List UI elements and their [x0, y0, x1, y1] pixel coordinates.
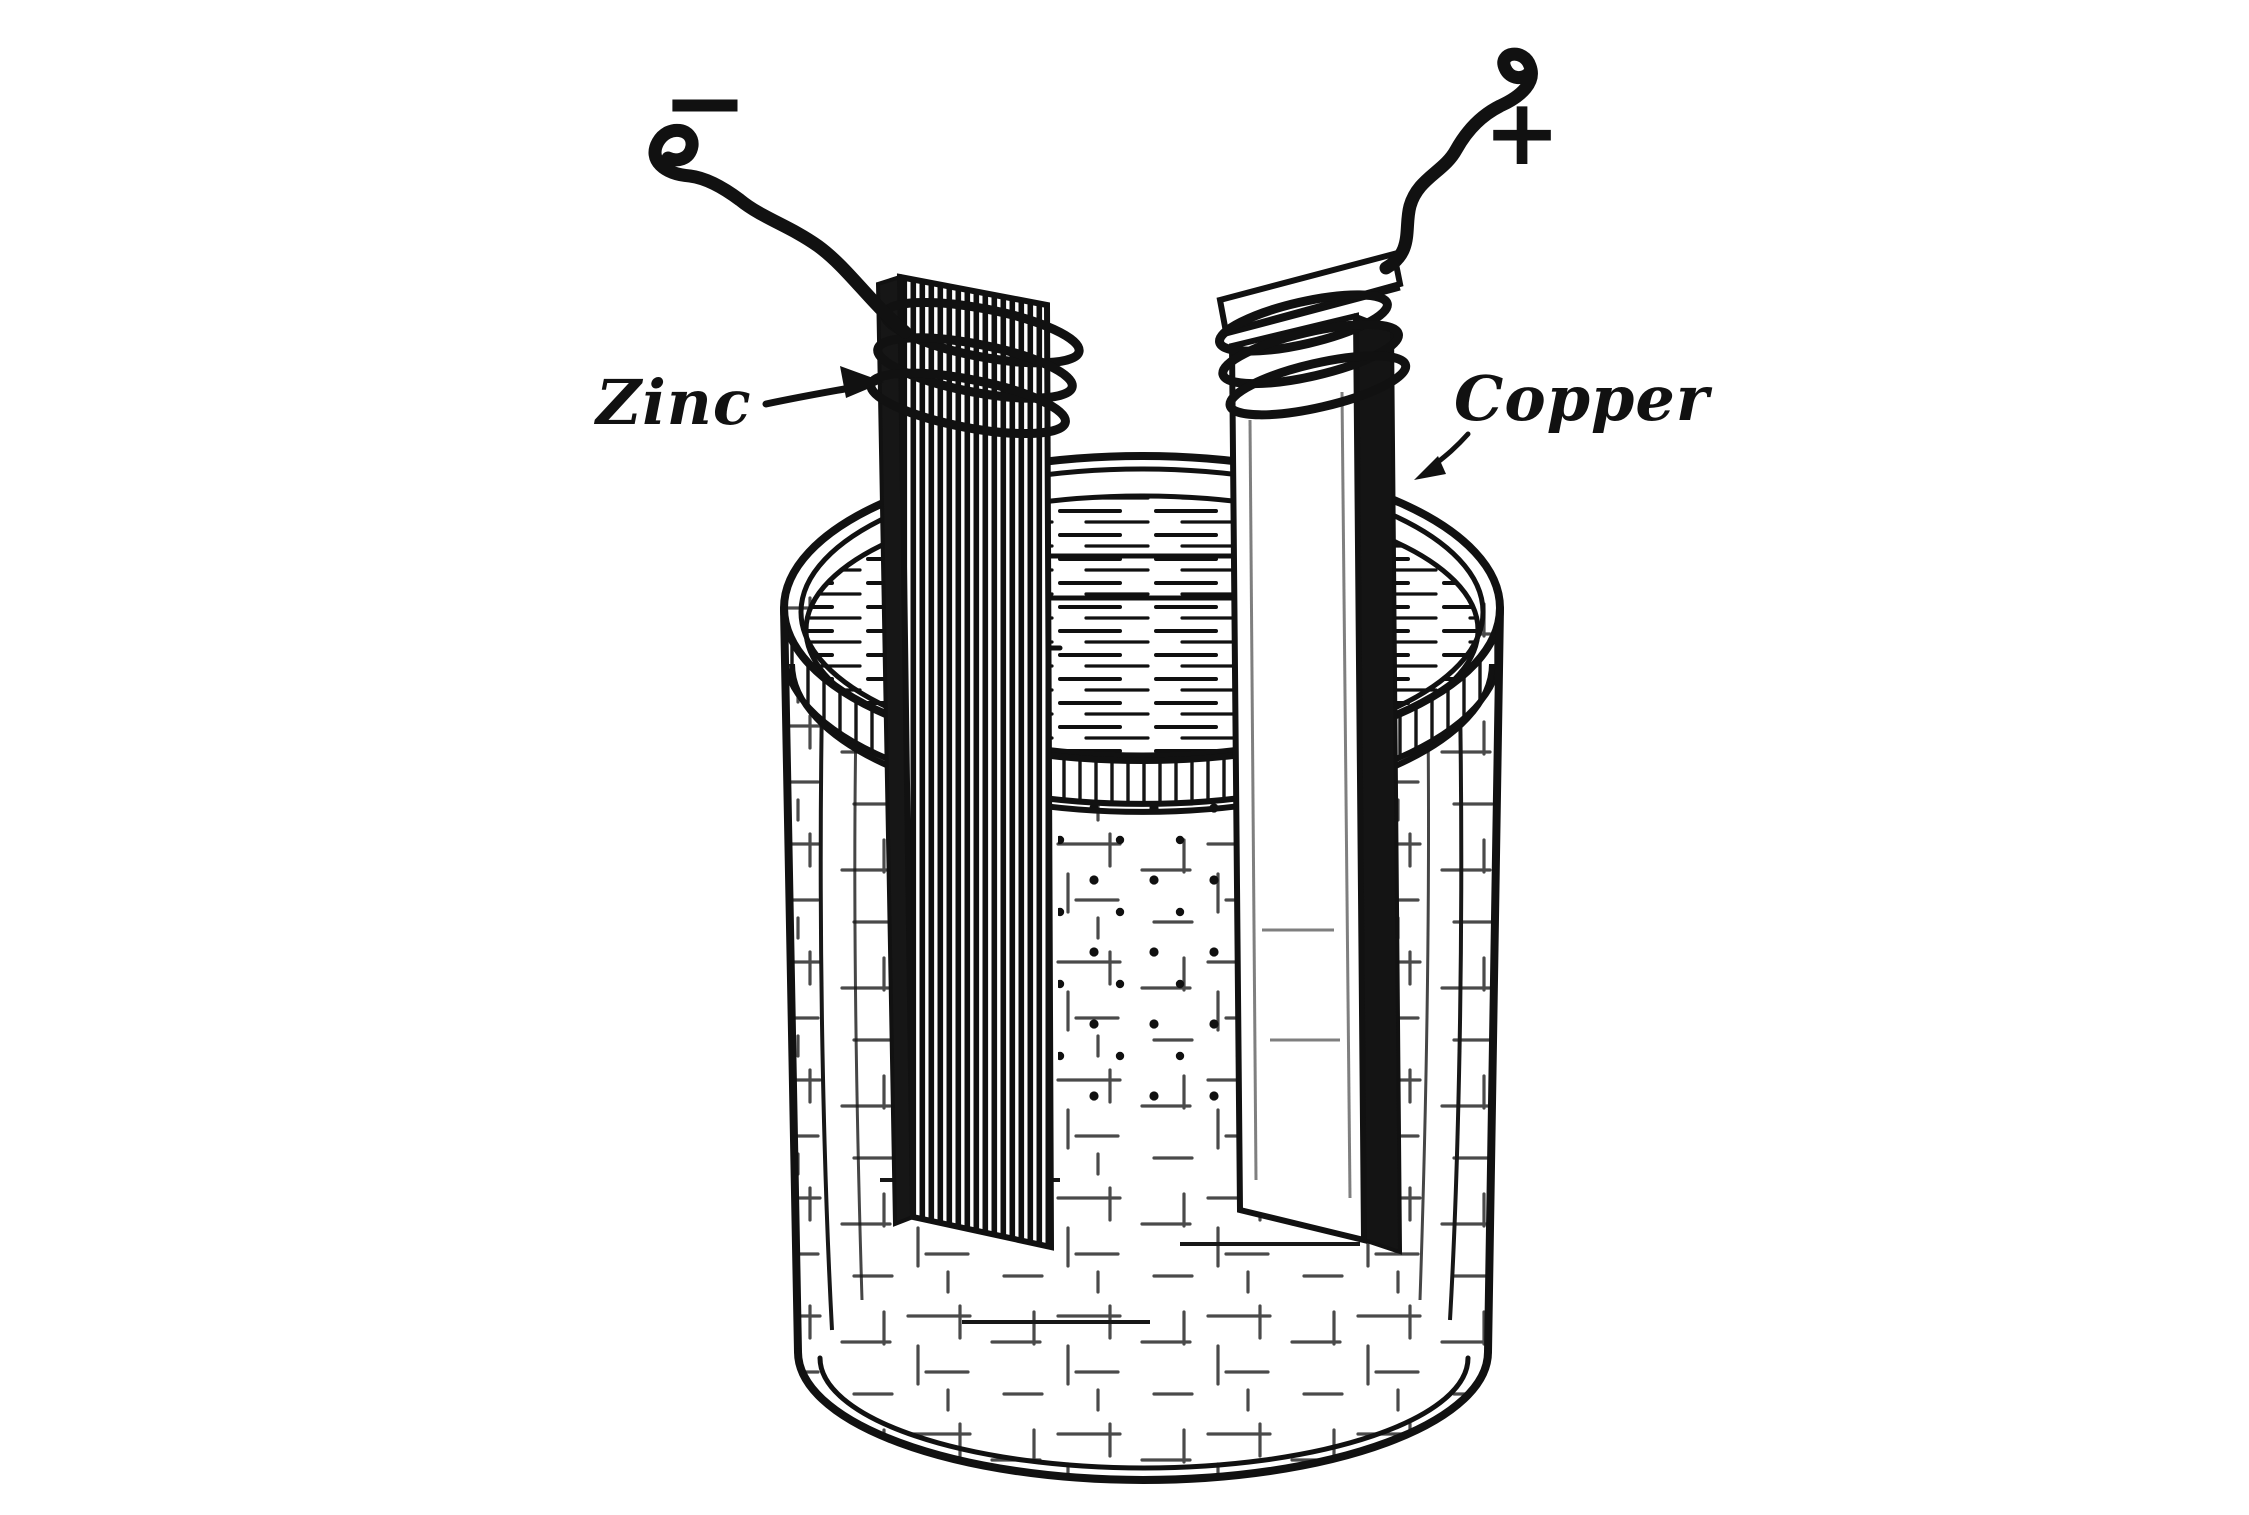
- copper-face-shading: [1248, 391, 1352, 1199]
- zinc-label-arrow: [762, 366, 884, 408]
- copper-front-face: [1228, 312, 1368, 1244]
- annotations: Zinc Copper − +: [593, 41, 1713, 480]
- zinc-electrode: [866, 273, 1084, 1251]
- glass-reflection-lines: [818, 699, 1464, 1331]
- jar-outline: [780, 604, 1504, 1484]
- zinc-label: Zinc: [593, 366, 752, 439]
- positive-terminal-label: +: [1483, 79, 1560, 186]
- zinc-lead-wire: [648, 123, 912, 339]
- copper-lead-wire: [1379, 47, 1538, 275]
- copper-label-arrow: [1414, 431, 1471, 480]
- copper-wire-wraps: [1215, 290, 1411, 420]
- waterline: [789, 663, 1495, 815]
- copper-label: Copper: [1454, 362, 1713, 435]
- copper-electrode: [1215, 250, 1411, 1255]
- negative-terminal-label: −: [661, 41, 748, 163]
